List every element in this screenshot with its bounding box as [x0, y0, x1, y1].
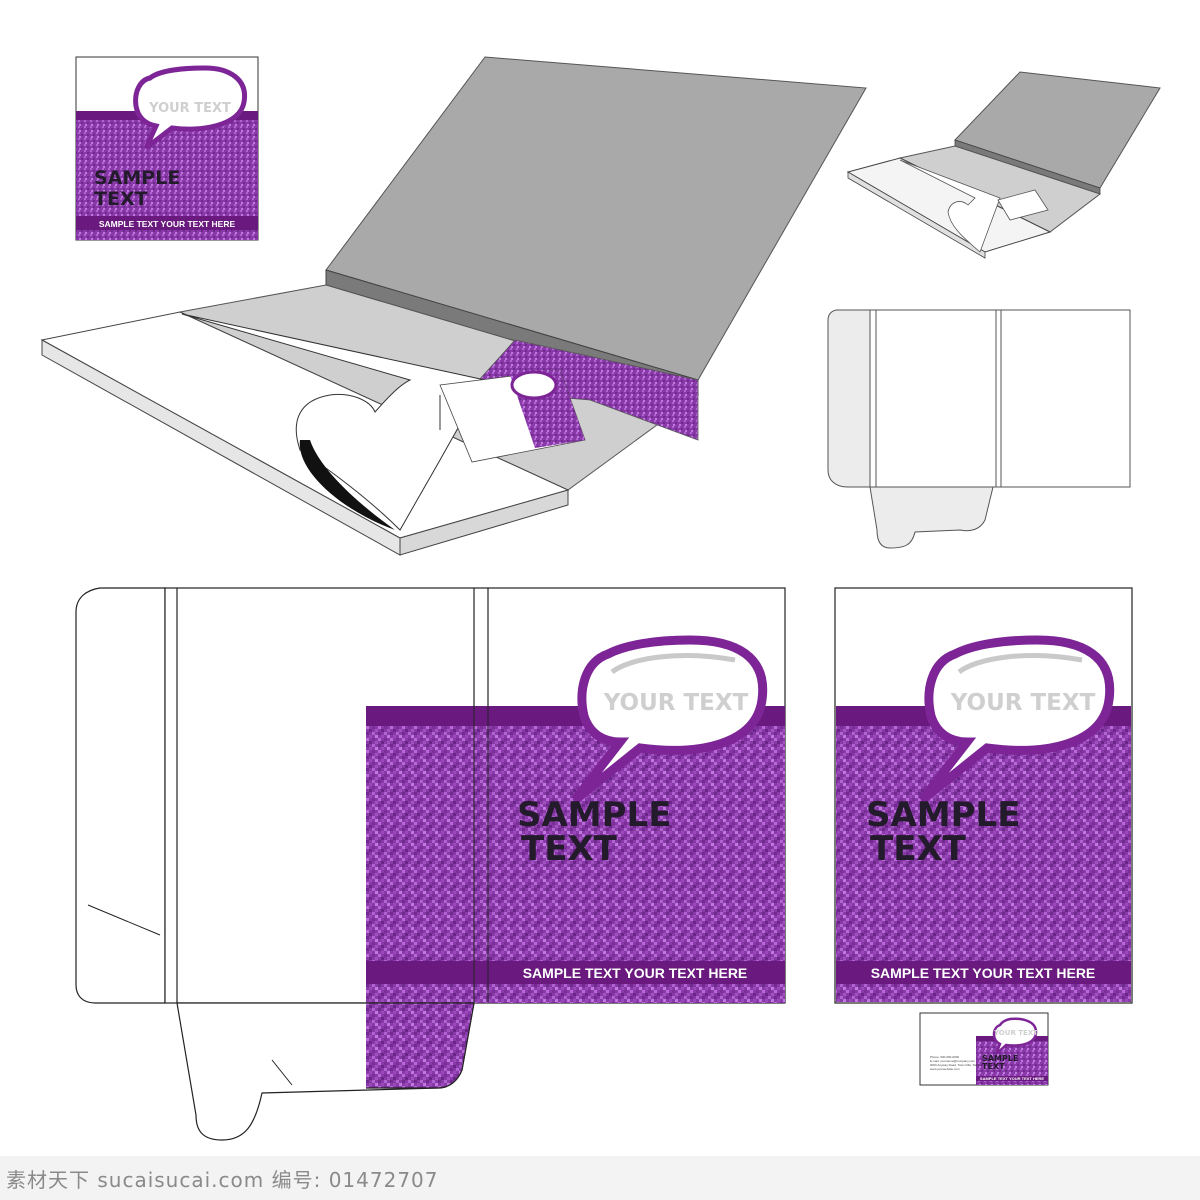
cover-strip-text: SAMPLE TEXT YOUR TEXT HERE — [871, 965, 1096, 981]
thumb-headline-2: TEXT — [94, 188, 148, 210]
dieline-strip-text: SAMPLE TEXT YOUR TEXT HERE — [523, 965, 748, 981]
card-contact-1: Phone: 000-000-0000 — [930, 1055, 959, 1059]
business-card: YOUR TEXT SAMPLE TEXT SAMPLE TEXT YOUR T… — [919, 1012, 1049, 1086]
card-strip-text: SAMPLE TEXT YOUR TEXT HERE — [980, 1076, 1044, 1081]
dieline-headline-1: SAMPLE — [517, 795, 671, 835]
folder-mockup-scene: YOUR TEXT SAMPLE TEXT SAMPLE TEXT YOUR T… — [40, 56, 1161, 1141]
watermark-bar: 素材天下 sucaisucai.com 编号: 01472707 — [0, 1156, 1200, 1200]
thumb-headline-1: SAMPLE — [94, 167, 180, 189]
card-bubble-text: YOUR TEXT — [993, 1029, 1038, 1037]
front-cover-flat: YOUR TEXT SAMPLE TEXT SAMPLE TEXT YOUR T… — [834, 587, 1133, 1004]
card-contact-3: 0000 Anyway Road, Town Ville, State — [930, 1063, 980, 1067]
card-contact-4: www.yourwebsite.com — [930, 1067, 960, 1071]
dieline-bubble-text: YOUR TEXT — [603, 690, 749, 716]
card-headline-1: SAMPLE — [982, 1054, 1018, 1063]
cover-headline-1: SAMPLE — [866, 795, 1020, 835]
large-dieline: YOUR TEXT SAMPLE TEXT SAMPLE TEXT YOUR T… — [75, 587, 786, 1141]
thumb-bubble-text: YOUR TEXT — [148, 101, 231, 116]
open-folder-3d — [40, 56, 867, 556]
card-contact-2: E-mail: yourname@company.com — [930, 1059, 976, 1063]
thumb-strip-text: SAMPLE TEXT YOUR TEXT HERE — [99, 219, 236, 229]
dieline-headline-2: TEXT — [521, 829, 618, 869]
cover-thumbnail: YOUR TEXT SAMPLE TEXT SAMPLE TEXT YOUR T… — [75, 56, 259, 241]
cover-bubble-text: YOUR TEXT — [950, 690, 1096, 716]
cover-headline-2: TEXT — [870, 829, 967, 869]
card-headline-2: TEXT — [982, 1062, 1005, 1071]
watermark-text: 素材天下 sucaisucai.com 编号: 01472707 — [6, 1167, 439, 1192]
small-dieline — [827, 309, 1131, 549]
small-folder-3d — [846, 71, 1161, 259]
